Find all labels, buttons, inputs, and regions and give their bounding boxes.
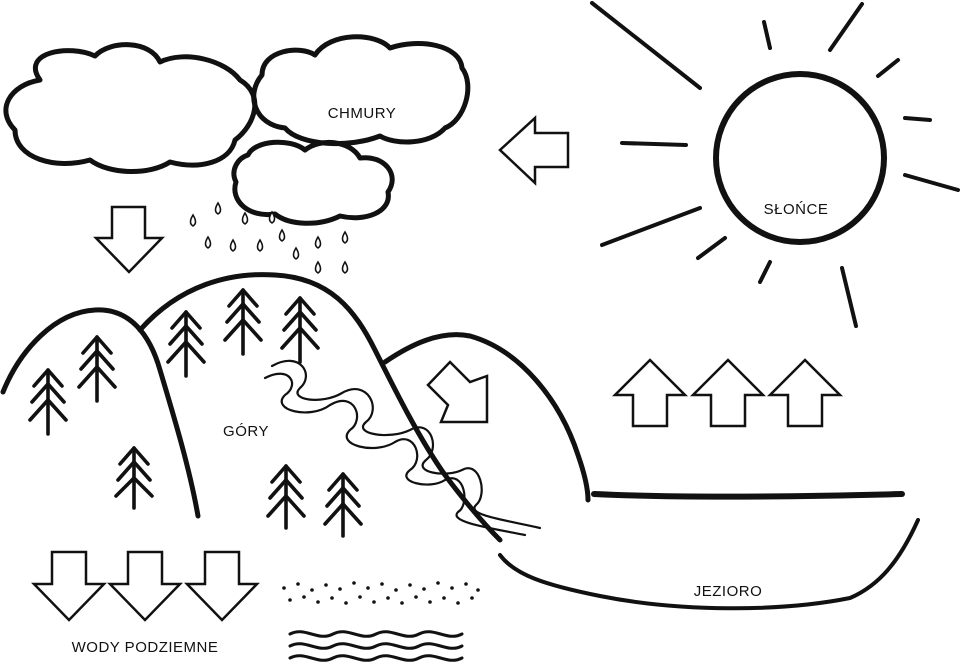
rain-drop	[314, 235, 322, 249]
sun-ray	[876, 58, 900, 78]
rain-drop	[256, 238, 264, 252]
lake-basin	[498, 518, 920, 611]
mountain-right-outline	[382, 332, 591, 503]
sun-ray	[590, 1, 702, 90]
sun-ray	[620, 141, 688, 147]
tree	[114, 446, 154, 510]
sun-ray	[903, 116, 932, 122]
tree	[323, 472, 363, 538]
rain-drop	[292, 246, 300, 260]
arrow-up	[611, 358, 689, 428]
arrow-down	[184, 550, 260, 622]
rain-drop	[241, 211, 249, 225]
groundwater: WODY PODZIEMNE	[72, 581, 480, 662]
sun-ray	[600, 206, 702, 247]
tree	[28, 368, 68, 436]
cloud-small	[231, 139, 395, 226]
rain-drop	[341, 230, 349, 244]
river	[263, 359, 542, 537]
rain-drops	[189, 201, 349, 274]
rain-drop	[314, 260, 322, 274]
rain-drop	[189, 213, 197, 227]
sun-label: SŁOŃCE	[764, 201, 829, 218]
mountains: GÓRY	[0, 272, 591, 543]
lake: JEZIORO	[498, 491, 920, 611]
cloud-left	[3, 42, 258, 174]
arrow-left	[498, 115, 570, 186]
sun-ray	[840, 266, 858, 328]
sun-rays	[590, 1, 960, 328]
rain-drop	[278, 228, 286, 242]
cloud-right	[251, 34, 471, 146]
trees	[28, 288, 363, 538]
mountains-label: GÓRY	[223, 423, 269, 440]
sun-ray	[903, 173, 960, 192]
arrow-diagonal	[426, 360, 489, 424]
rain-drop	[204, 235, 212, 249]
arrow-down	[93, 205, 165, 274]
clouds: CHMURY	[3, 34, 471, 226]
arrow-up	[689, 358, 767, 428]
arrow-up	[766, 358, 844, 428]
arrow-down	[107, 550, 183, 622]
lake-surface	[591, 491, 905, 500]
river-bank	[263, 372, 527, 537]
sun-disc	[713, 71, 887, 245]
tree	[280, 296, 320, 364]
rain-drop	[214, 201, 222, 215]
tree	[77, 335, 117, 403]
tree	[223, 288, 263, 356]
tree	[266, 464, 306, 530]
rain-drop	[229, 238, 237, 252]
tree	[166, 310, 206, 378]
sun-ray	[762, 20, 772, 50]
river-bank	[270, 359, 542, 530]
lake-label: JEZIORO	[694, 583, 763, 600]
groundwater-waves	[288, 630, 464, 662]
arrows	[31, 115, 844, 622]
rain-drop	[341, 260, 349, 274]
sun-ray	[758, 260, 772, 284]
groundwater-label: WODY PODZIEMNE	[72, 639, 219, 656]
rain-drop	[268, 210, 276, 224]
sun: SŁOŃCE	[590, 1, 960, 328]
mountain-middle-outline	[137, 272, 503, 543]
sun-ray	[696, 236, 727, 260]
sun-ray	[828, 2, 864, 52]
soil-dots	[282, 581, 480, 605]
arrow-down	[31, 550, 107, 622]
clouds-label: CHMURY	[328, 105, 397, 122]
